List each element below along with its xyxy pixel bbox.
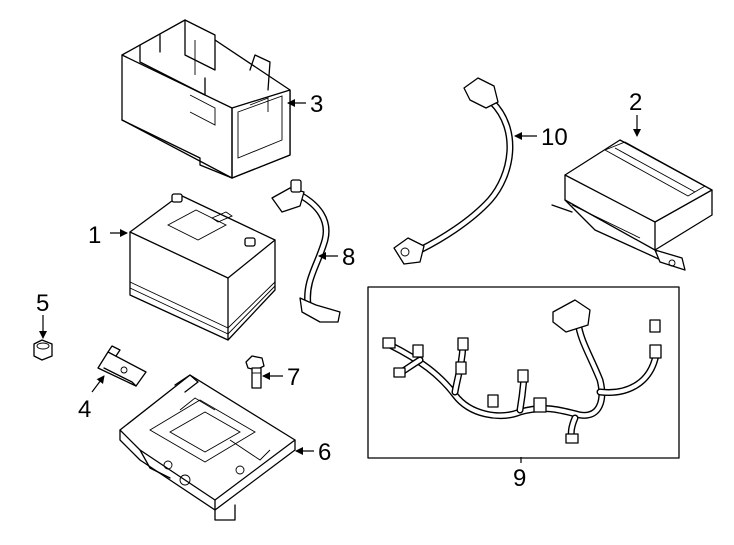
callout-2: 2 bbox=[629, 89, 642, 116]
callout-10: 10 bbox=[541, 124, 568, 151]
battery bbox=[129, 193, 276, 341]
callout-8: 8 bbox=[342, 244, 355, 271]
negative-cable bbox=[271, 179, 341, 323]
battery-tray bbox=[119, 374, 296, 521]
callout-7: 7 bbox=[287, 364, 300, 391]
leader-4 bbox=[91, 375, 105, 393]
callout-6: 6 bbox=[318, 439, 331, 466]
callout-9: 9 bbox=[513, 465, 526, 492]
control-module bbox=[551, 139, 713, 271]
harness-frame bbox=[367, 286, 680, 459]
battery-box bbox=[121, 19, 291, 179]
wiring-harness bbox=[367, 286, 680, 459]
positive-cable bbox=[393, 77, 514, 265]
callout-4: 4 bbox=[78, 396, 91, 423]
callout-3: 3 bbox=[310, 91, 323, 118]
bolt bbox=[245, 355, 265, 389]
callout-5: 5 bbox=[36, 290, 49, 317]
callout-1: 1 bbox=[88, 222, 101, 249]
hold-down-bracket bbox=[97, 345, 147, 387]
nut bbox=[33, 339, 53, 361]
